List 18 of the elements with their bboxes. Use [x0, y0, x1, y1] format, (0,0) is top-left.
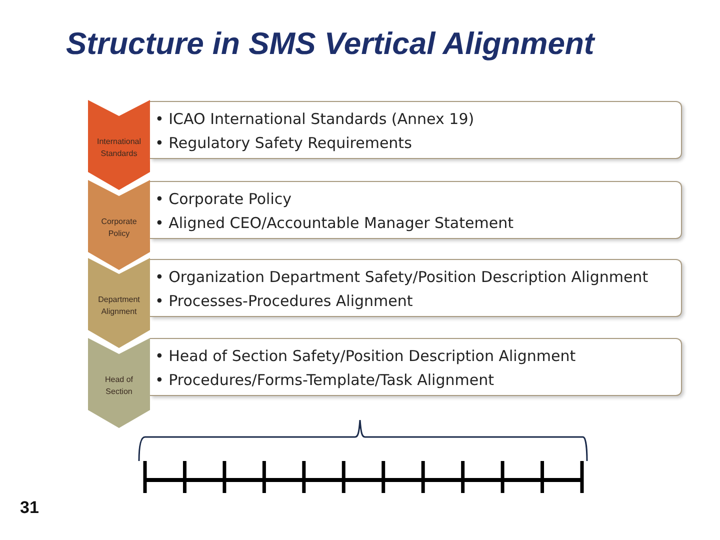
text-panel — [150, 101, 682, 159]
text-panel — [150, 259, 682, 317]
chevron-label: International Standards — [96, 136, 142, 160]
chevron-label: Department Alignment — [97, 294, 141, 318]
bullet-text: • Head of Section Safety/Position Description Alignment — [155, 346, 576, 367]
page-number: 31 — [20, 498, 39, 518]
bullet-text: • Corporate Policy — [155, 189, 292, 210]
text-panel — [150, 181, 682, 239]
bullet-text: • Processes-Procedures Alignment — [155, 291, 413, 312]
chevron-label: Corporate Policy — [100, 216, 138, 240]
title: Structure in SMS Vertical Alignment — [66, 26, 594, 62]
bullet-text: • Organization Department Safety/Position Description Alignment — [155, 267, 648, 288]
bullet-text: • ICAO International Standards (Annex 19) — [155, 109, 474, 130]
bullet-text: • Procedures/Forms-Template/Task Alignment — [155, 370, 494, 391]
text-panel — [150, 338, 682, 396]
chevron-label: Head of Section — [104, 374, 134, 398]
bullet-text: • Aligned CEO/Accountable Manager Statement — [155, 213, 514, 234]
bullet-text: • Regulatory Safety Requirements — [155, 133, 412, 154]
